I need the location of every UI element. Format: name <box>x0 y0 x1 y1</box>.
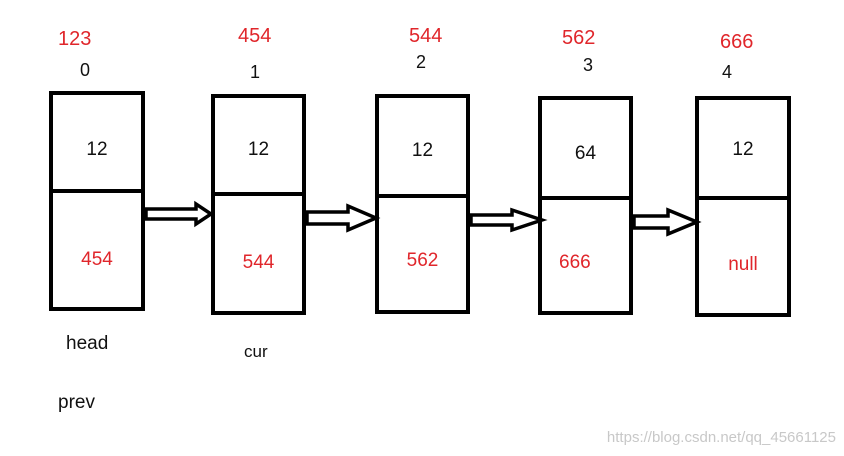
node-next-1: 544 <box>242 252 275 273</box>
node-next-0: 454 <box>81 249 113 270</box>
node-index-1: 1 <box>250 62 261 82</box>
node-next-2: 562 <box>406 250 439 271</box>
list-node-0: 12 454 <box>49 91 145 311</box>
arrow-icon-2-to-3 <box>469 207 548 233</box>
arrow-icon-3-to-4 <box>632 207 702 237</box>
node-divider-4 <box>699 196 787 200</box>
node-address-4: 666 <box>720 31 754 53</box>
watermark-text: https://blog.csdn.net/qq_45661125 <box>606 429 836 446</box>
pointer-head-label: head <box>66 333 109 354</box>
node-address-0: 123 <box>58 28 92 50</box>
node-divider-2 <box>379 194 466 198</box>
node-address-3: 562 <box>562 27 596 49</box>
node-value-3: 64 <box>574 143 597 164</box>
node-value-0: 12 <box>86 139 108 160</box>
list-node-4: 12 null <box>695 96 791 317</box>
list-node-3: 64 666 <box>538 96 633 315</box>
node-next-4: null <box>728 254 758 275</box>
node-index-2: 2 <box>416 52 427 72</box>
node-divider-1 <box>215 192 302 196</box>
node-index-3: 3 <box>583 55 594 75</box>
pointer-prev-label: prev <box>58 392 95 413</box>
node-value-2: 12 <box>411 140 434 161</box>
node-index-4: 4 <box>722 62 733 82</box>
node-divider-3 <box>542 196 629 200</box>
node-divider-0 <box>53 189 141 193</box>
node-value-4: 12 <box>732 139 754 160</box>
node-index-0: 0 <box>80 60 91 80</box>
list-node-1: 12 544 <box>211 94 306 315</box>
arrow-icon-1-to-2 <box>305 203 381 233</box>
node-address-2: 544 <box>409 25 443 47</box>
pointer-cur-label: cur <box>244 342 268 361</box>
node-address-1: 454 <box>238 25 272 47</box>
node-value-1: 12 <box>247 139 270 160</box>
list-node-2: 12 562 <box>375 94 470 314</box>
node-next-3: 666 <box>559 252 591 273</box>
arrow-icon-0-to-1 <box>144 200 215 228</box>
